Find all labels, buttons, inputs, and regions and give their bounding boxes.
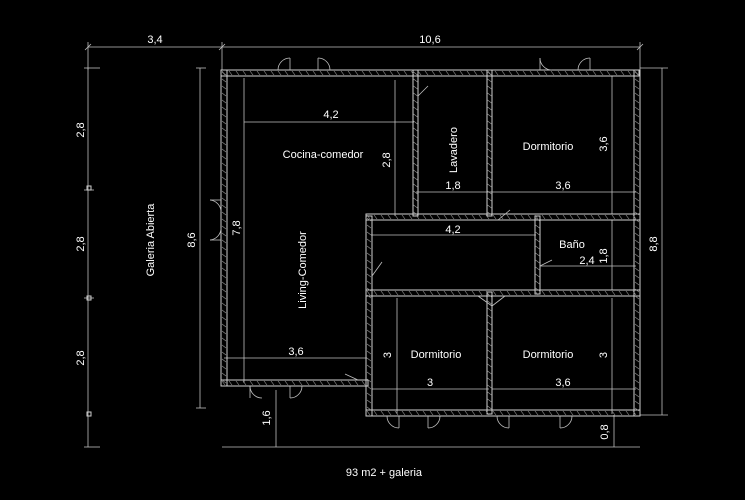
dim-dorm-top-h: 3,6 bbox=[598, 136, 610, 151]
dim-dorm-top-w: 3,6 bbox=[555, 180, 570, 192]
dim-dorm-br-w: 3,6 bbox=[555, 377, 570, 389]
dim-dorm-bl-h: 3 bbox=[382, 352, 394, 358]
room-dormitorio-bl: Dormitorio bbox=[411, 349, 462, 361]
gallery-posts bbox=[86, 185, 92, 417]
dimension-lines bbox=[84, 42, 668, 448]
room-galeria: Galeria Abierta bbox=[145, 203, 157, 277]
dim-top-left: 3,4 bbox=[147, 34, 162, 46]
dim-left-2: 2,8 bbox=[75, 236, 87, 251]
dim-dorm-br-h: 3 bbox=[598, 352, 610, 358]
dim-dorm-bl-w: 3 bbox=[427, 377, 433, 389]
doors bbox=[209, 57, 591, 429]
dim-cocina-h: 2,8 bbox=[381, 152, 393, 167]
caption: 93 m2 + galeria bbox=[346, 467, 423, 479]
room-labels: Galeria Abierta Cocina-comedor Living-Co… bbox=[145, 127, 585, 361]
dim-bano-h: 1,8 bbox=[598, 248, 610, 263]
dim-bano-w: 2,4 bbox=[579, 255, 594, 267]
dim-living-h: 7,8 bbox=[231, 220, 243, 235]
dim-pasillo-w: 4,2 bbox=[445, 224, 460, 236]
dim-top-right: 10,6 bbox=[419, 34, 440, 46]
wall-hatching bbox=[221, 70, 640, 416]
dim-total-h: 8,8 bbox=[648, 236, 660, 251]
dim-bottom-h: 0,8 bbox=[599, 424, 611, 439]
dim-living-w: 3,6 bbox=[288, 346, 303, 358]
dim-left-3: 2,8 bbox=[75, 350, 87, 365]
dim-galeria-h: 8,6 bbox=[186, 232, 198, 247]
room-dormitorio-br: Dormitorio bbox=[523, 349, 574, 361]
dim-entry-h: 1,6 bbox=[261, 410, 273, 425]
room-living: Living-Comedor bbox=[297, 231, 309, 309]
dim-left-1: 2,8 bbox=[75, 122, 87, 137]
dim-lav-w: 1,8 bbox=[445, 180, 460, 192]
room-dormitorio-top: Dormitorio bbox=[523, 141, 574, 153]
room-bano: Baño bbox=[559, 239, 585, 251]
dimension-labels: 3,4 10,6 2,8 2,8 2,8 8,6 7,8 4,2 2,8 1,8… bbox=[75, 34, 660, 440]
room-cocina: Cocina-comedor bbox=[283, 149, 364, 161]
dim-cocina-w: 4,2 bbox=[323, 109, 338, 121]
room-lavadero: Lavadero bbox=[448, 127, 460, 173]
